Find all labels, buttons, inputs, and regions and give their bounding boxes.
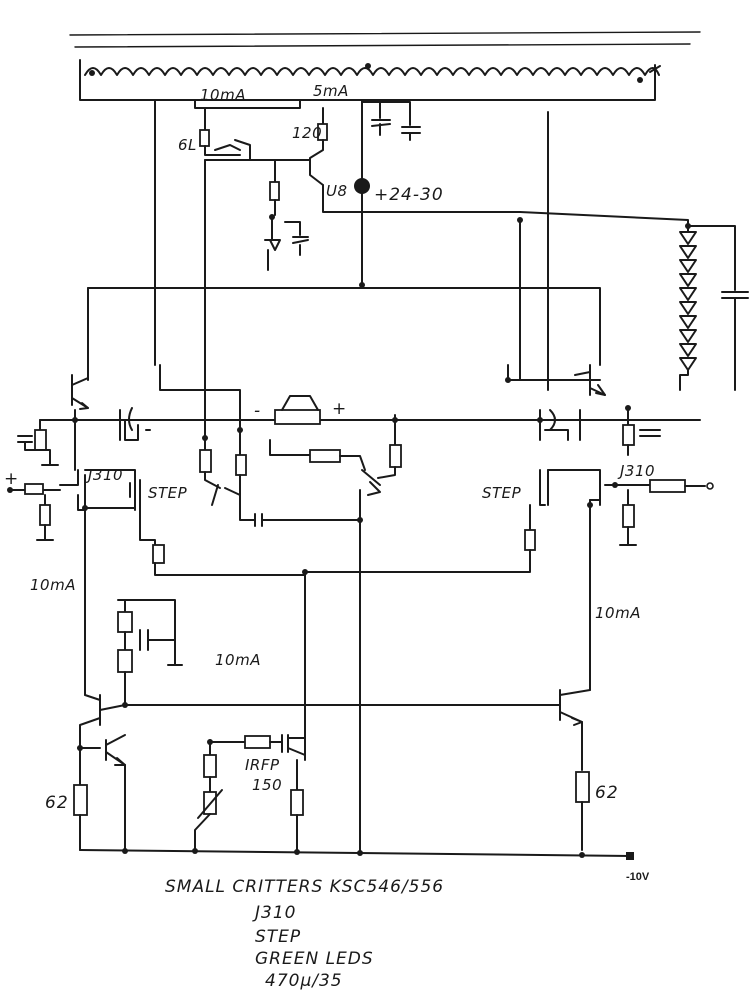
label-speaker-minus: -	[254, 401, 261, 421]
label-ref-u8: U8	[326, 182, 348, 200]
right-input-stage	[304, 405, 714, 691]
label-jfet-right: J310	[617, 462, 655, 480]
label-input-plus: +	[4, 469, 19, 489]
label-ccs-left: 10mA	[200, 86, 246, 104]
label-bias-mid: 10mA	[215, 651, 261, 669]
top-coil-bus	[79, 59, 661, 101]
vertical-rails	[87, 99, 601, 431]
note-cap-value: 470µ/35	[265, 971, 343, 991]
label-supply: +24-30	[374, 185, 444, 205]
label-r-150: 150	[252, 776, 282, 794]
label-jfet-left: J310	[85, 466, 123, 484]
note-j310: J310	[252, 903, 296, 923]
middle-driver-stage	[199, 414, 402, 851]
supply-node	[322, 99, 523, 288]
label-bias-right: 10mA	[595, 604, 641, 622]
label-irfp: IRFP	[245, 756, 280, 774]
note-step: STEP	[255, 927, 301, 947]
top-current-source	[194, 99, 328, 271]
label-neg-rail: -10V	[626, 871, 650, 883]
label-mosfet-right: STEP	[482, 484, 522, 502]
label-bias-left: 10mA	[30, 576, 76, 594]
junction-dots	[72, 377, 593, 745]
label-speaker-plus: +	[332, 399, 347, 419]
label-ccs-right: 5mA	[313, 82, 349, 100]
supply-terminal	[354, 178, 370, 194]
ground-rail	[79, 848, 634, 860]
left-step-mosfet	[129, 479, 141, 501]
label-r-62-left: 62	[45, 793, 69, 813]
top-border-lines	[69, 31, 701, 48]
note-green-leds: GREEN LEDS	[255, 949, 374, 969]
speaker	[39, 395, 701, 425]
irfp-network	[194, 734, 306, 851]
label-r-120: 120	[292, 124, 322, 142]
resistor-6l	[199, 129, 210, 147]
note-small-critters: SMALL CRITTERS KSC546/556	[165, 877, 444, 897]
output-transistor-left	[71, 374, 89, 410]
label-r-6l: 6L	[178, 136, 197, 154]
neg-rail-terminal	[626, 852, 634, 860]
bottom-transistors-left	[73, 694, 556, 851]
output-transistor-right	[574, 364, 606, 396]
label-r-62-right: 62	[595, 783, 619, 803]
green-led-string	[519, 211, 749, 391]
bottom-transistor-right	[554, 689, 591, 851]
left-input-stage	[7, 407, 306, 576]
label-mosfet-left: STEP	[148, 484, 188, 502]
lower-left-bias-network	[84, 509, 183, 706]
